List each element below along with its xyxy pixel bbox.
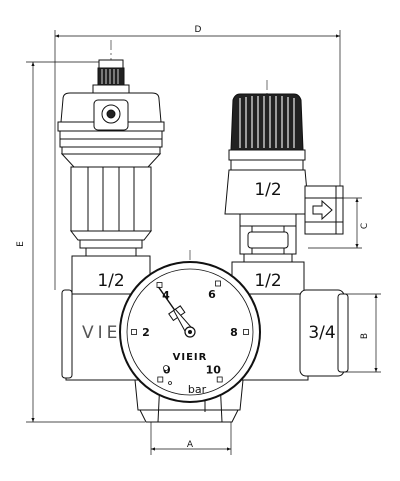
dim-d-label: D	[195, 25, 202, 35]
inlet-size-label: 1/2	[97, 271, 124, 291]
gauge-tick-1	[131, 329, 137, 335]
outlet-size-label: 1/2	[254, 271, 281, 291]
pressure-gauge: 0246810 VIEIR bar	[119, 261, 261, 403]
gauge-small-dot	[163, 365, 169, 371]
gauge-number-2: 2	[142, 326, 150, 339]
dim-c-label: C	[360, 223, 370, 229]
gauge-tick-0	[157, 376, 164, 383]
gauge-number-4: 4	[162, 289, 170, 302]
gauge-unit-label: bar	[188, 383, 207, 396]
gauge-number-10: 10	[206, 363, 222, 376]
dim-a-label: A	[187, 440, 194, 450]
dim-e-label: E	[16, 241, 26, 247]
gauge-tick-2	[156, 282, 163, 288]
gauge-tick-5	[216, 376, 223, 383]
dimension-lines	[26, 30, 381, 455]
gauge-number-6: 6	[208, 288, 216, 301]
dimension-labels: D E C B A	[16, 25, 370, 450]
gauge-number-8: 8	[230, 326, 238, 339]
gauge-brand-label: VIEIR	[173, 352, 208, 363]
gauge-tick-3	[215, 280, 221, 287]
side-port-size-label: 3/4	[308, 323, 335, 343]
dim-b-label: B	[360, 333, 370, 339]
air-vent	[57, 59, 165, 257]
relief-valve-size-label: 1/2	[254, 180, 281, 200]
gauge-tick-4	[243, 329, 249, 335]
safety-valve	[224, 93, 344, 263]
gauge-small-dot-2	[168, 381, 172, 385]
